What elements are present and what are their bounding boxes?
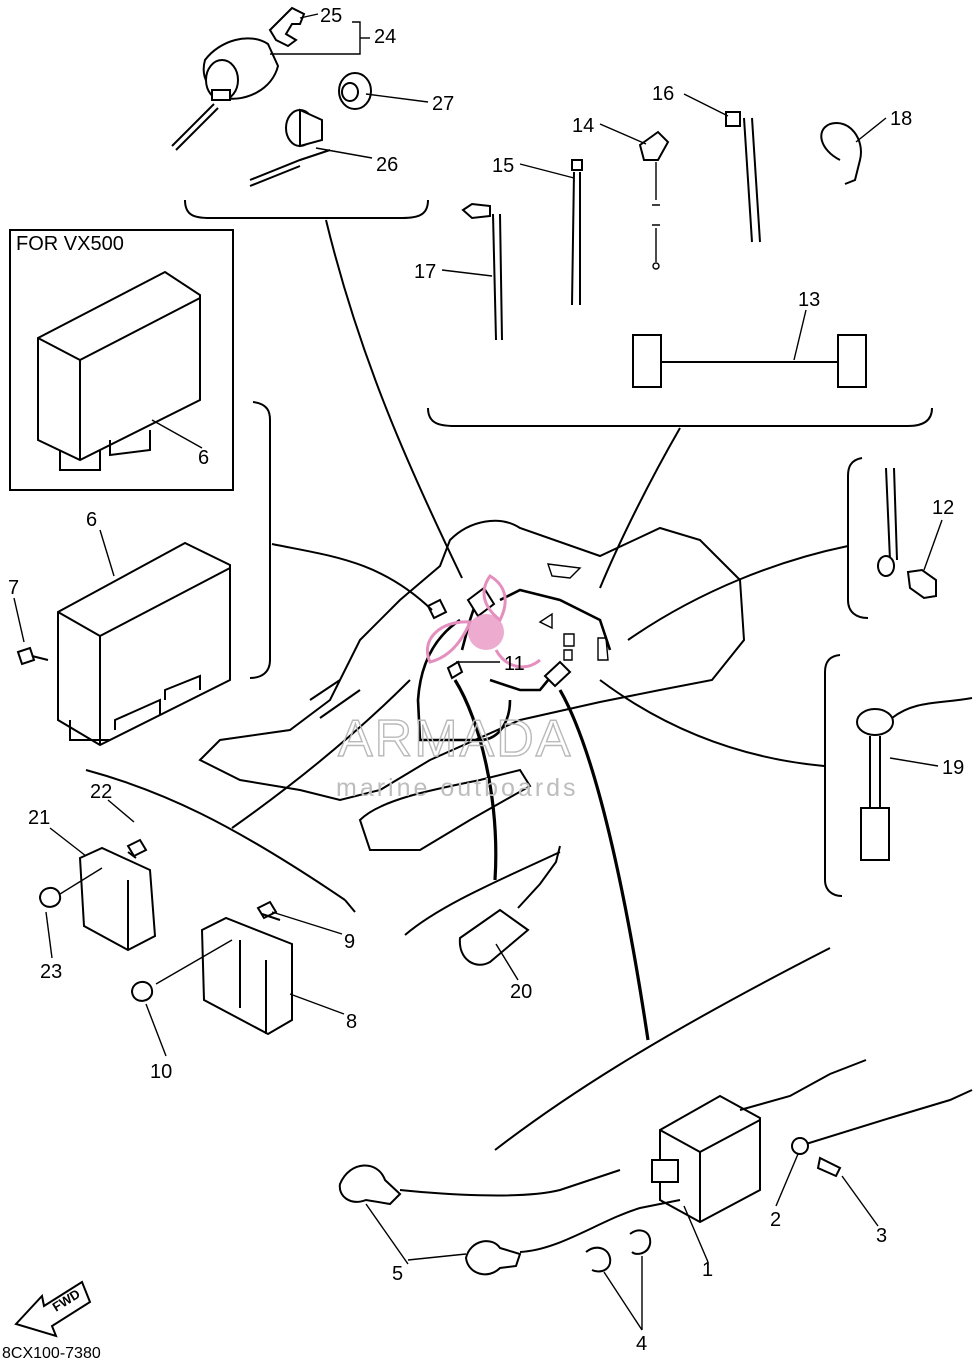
callout-6: 6 bbox=[86, 509, 97, 531]
callout-leaders bbox=[13, 13, 943, 1331]
right-items-group bbox=[824, 457, 973, 897]
callout-23: 23 bbox=[40, 961, 62, 983]
watermark-brand: ARMADA bbox=[338, 710, 572, 768]
watermark-propeller-icon bbox=[425, 574, 541, 669]
callout-20: 20 bbox=[510, 981, 532, 1003]
callout-7: 7 bbox=[8, 577, 19, 599]
rectifier-group bbox=[130, 900, 293, 1036]
callout-9: 9 bbox=[344, 931, 355, 953]
callout-10: 10 bbox=[150, 1061, 172, 1083]
callout-25: 25 bbox=[320, 5, 342, 27]
callout-5: 5 bbox=[392, 1263, 403, 1285]
fwd-arrow: FWD bbox=[14, 1280, 92, 1338]
main-switch-group bbox=[171, 6, 429, 219]
capacitor-part bbox=[458, 845, 561, 966]
callout-21: 21 bbox=[28, 807, 50, 829]
cdi-unit-group bbox=[16, 401, 271, 747]
callout-11: 11 bbox=[504, 653, 525, 675]
callout-15: 15 bbox=[492, 155, 514, 177]
callout-8: 8 bbox=[346, 1011, 357, 1033]
figure-code: 8CX100-7380 bbox=[2, 1345, 101, 1361]
vx500-label: FOR VX500 bbox=[16, 233, 124, 255]
callout-12: 12 bbox=[932, 497, 954, 519]
watermark-tagline: marine outboards bbox=[336, 774, 579, 802]
ignition-coil-group bbox=[338, 1059, 973, 1276]
callout-24: 24 bbox=[374, 26, 396, 48]
callout-13: 13 bbox=[798, 289, 820, 311]
watermark: ARMADA marine outboards bbox=[336, 574, 579, 802]
vx500-variant-box bbox=[9, 229, 234, 491]
regulator-group bbox=[38, 838, 157, 952]
clamps-group bbox=[427, 111, 933, 427]
callout-1: 1 bbox=[702, 1259, 713, 1281]
callout-16: 16 bbox=[652, 83, 674, 105]
callout-22: 22 bbox=[90, 781, 112, 803]
callout-17: 17 bbox=[414, 261, 436, 283]
callout-3: 3 bbox=[876, 1225, 887, 1247]
callout-27: 27 bbox=[432, 93, 454, 115]
callout-18: 18 bbox=[890, 108, 912, 130]
callout-26: 26 bbox=[376, 154, 398, 176]
engine-chassis bbox=[198, 519, 746, 851]
callout-4: 4 bbox=[636, 1333, 647, 1355]
callout-6-vx500: 6 bbox=[198, 447, 209, 469]
callout-labels: 25 24 27 26 16 18 14 15 17 13 FOR VX500 … bbox=[2, 5, 964, 1361]
callout-19: 19 bbox=[942, 757, 964, 779]
callout-2: 2 bbox=[770, 1209, 781, 1231]
group-leaders bbox=[85, 219, 849, 1151]
callout-14: 14 bbox=[572, 115, 594, 137]
